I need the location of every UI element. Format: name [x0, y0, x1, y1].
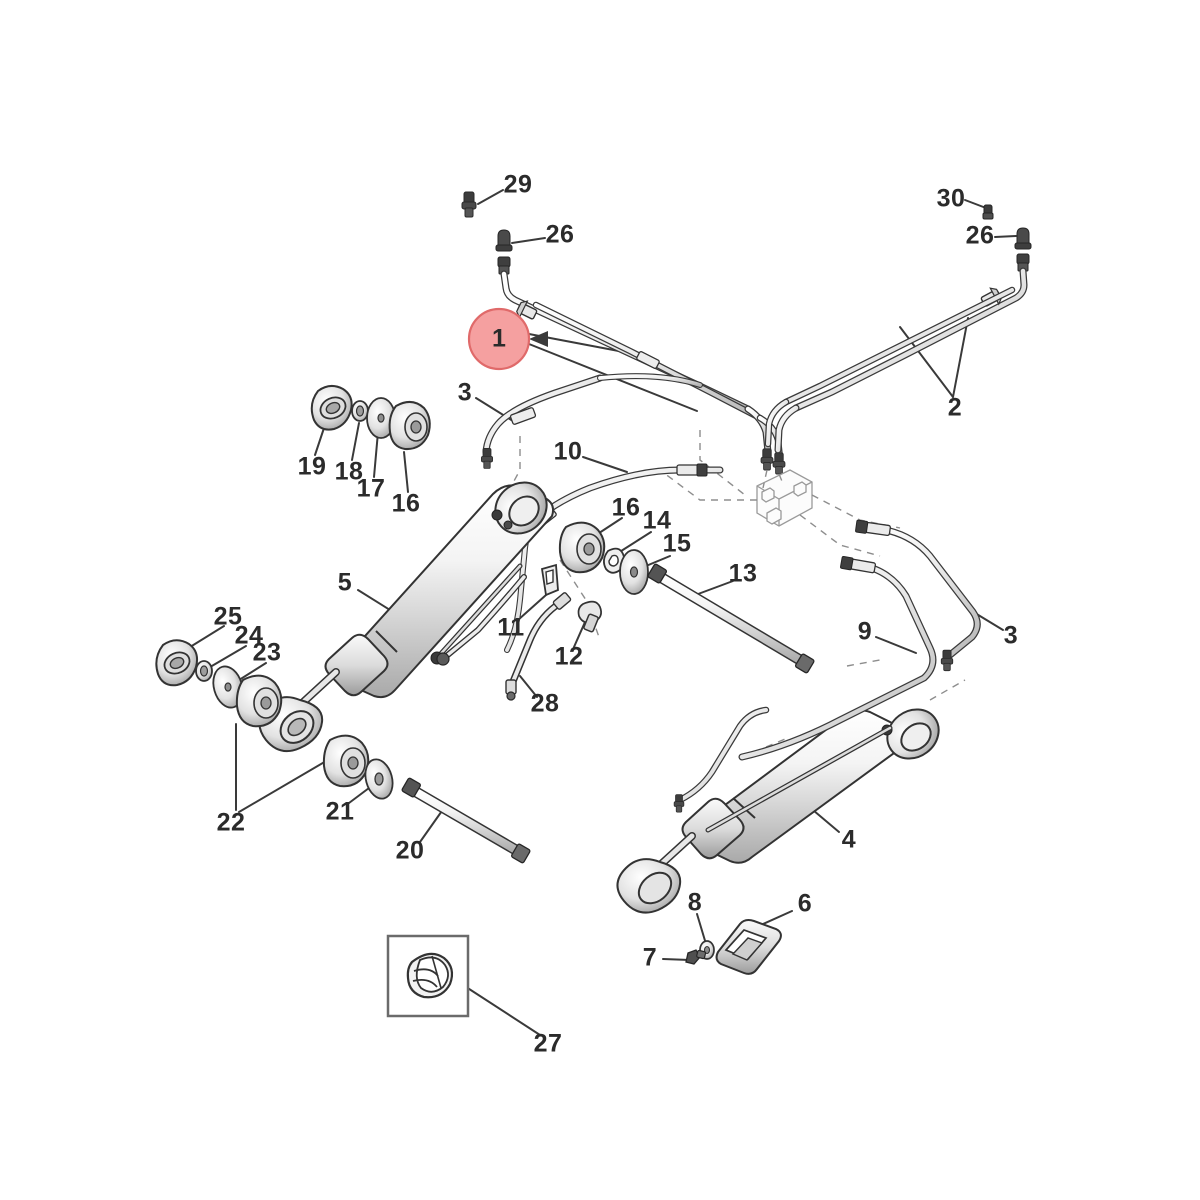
- hose-assembly-1: [461, 191, 786, 475]
- callout-25: 25: [213, 602, 243, 631]
- hose-fitting-nut-26-left: [495, 229, 513, 252]
- callout-11: 11: [497, 613, 525, 642]
- callout-6: 6: [797, 889, 813, 918]
- hose-ferrule: [676, 463, 708, 477]
- part-22-bushing-b: [322, 734, 370, 788]
- callout-5: 5: [337, 568, 353, 597]
- callout-16-left: 16: [391, 489, 421, 518]
- callout-12: 12: [554, 642, 584, 671]
- hose-3-left: [480, 373, 703, 469]
- callout-1-highlighted[interactable]: 1: [492, 324, 506, 353]
- part-7-hex-bolt: [685, 949, 707, 965]
- part-19-bearing-housing: [310, 385, 353, 431]
- callout-3-left: 3: [457, 378, 473, 407]
- callout-23: 23: [252, 638, 282, 667]
- hose-ferrule: [636, 351, 660, 369]
- hose-assembly-2: [764, 204, 1032, 454]
- part-13-pivot-pin-long: [647, 563, 815, 674]
- hose-ferrule: [509, 407, 537, 425]
- parts-cluster-center: [436, 521, 815, 701]
- callout-26-right: 26: [965, 221, 995, 250]
- callout-2: 2: [947, 393, 963, 422]
- part-23-washer: [212, 665, 244, 709]
- small-rod-center: [436, 574, 527, 666]
- callout-21: 21: [325, 797, 355, 826]
- callout-29: 29: [503, 170, 533, 199]
- hose-fitting-nut-26-right: [1014, 227, 1032, 250]
- callout-9: 9: [857, 617, 873, 646]
- callout-7: 7: [642, 943, 658, 972]
- callout-4: 4: [841, 825, 857, 854]
- callout-19: 19: [297, 452, 327, 481]
- part-27-bushing-insert: [406, 952, 454, 999]
- part-24-spacer: [195, 660, 213, 682]
- detail-inset-box: [386, 934, 470, 1018]
- hose-end-fitting-29: [461, 191, 477, 218]
- parts-cluster-bracket: [685, 919, 782, 975]
- callout-27: 27: [533, 1029, 563, 1058]
- part-15-washer-large: [619, 549, 649, 595]
- callout-28: 28: [530, 689, 560, 718]
- part-12-banjo-fitting: [577, 600, 602, 633]
- callout-22: 22: [216, 808, 246, 837]
- part-16-bushing: [388, 401, 431, 451]
- callout-8: 8: [687, 888, 703, 917]
- hydraulic-cylinder-4: [616, 708, 940, 914]
- parts-cluster-left-lower: [155, 639, 531, 864]
- callout-30: 30: [936, 184, 966, 213]
- hose-9-and-3-right: [673, 519, 981, 813]
- assembly-guide-lines: [507, 430, 966, 758]
- callout-10: 10: [553, 437, 583, 466]
- part-28-short-hose: [505, 592, 572, 701]
- callout-14: 14: [642, 506, 672, 535]
- callout-13: 13: [728, 559, 758, 588]
- callout-18: 18: [334, 457, 364, 486]
- hose-ferrule: [516, 300, 538, 320]
- part-18-spacer: [351, 400, 369, 422]
- part-22-bushing-a: [235, 674, 283, 728]
- callout-20: 20: [395, 836, 425, 865]
- part-20-pivot-pin-short: [401, 777, 531, 864]
- part-16-bushing-center: [558, 521, 606, 574]
- manifold-valve-block: [756, 469, 813, 527]
- parts-cluster-left-upper: [310, 385, 431, 451]
- part-21-washer: [364, 758, 394, 800]
- callout-24: 24: [234, 621, 264, 650]
- part-25-bearing-housing: [155, 639, 199, 687]
- hose-end-fitting-30: [982, 204, 994, 220]
- highlight-circle-item-1[interactable]: [467, 307, 531, 371]
- callout-17: 17: [356, 474, 386, 503]
- callout-26-left: 26: [545, 220, 575, 249]
- part-11-hose-clip-bracket: [540, 563, 559, 597]
- callout-3-right: 3: [1003, 621, 1019, 650]
- leader-arrowheads: [529, 331, 548, 347]
- part-6-bracket-clamp: [715, 919, 782, 975]
- callout-15: 15: [662, 529, 692, 558]
- callout-16-center: 16: [611, 493, 641, 522]
